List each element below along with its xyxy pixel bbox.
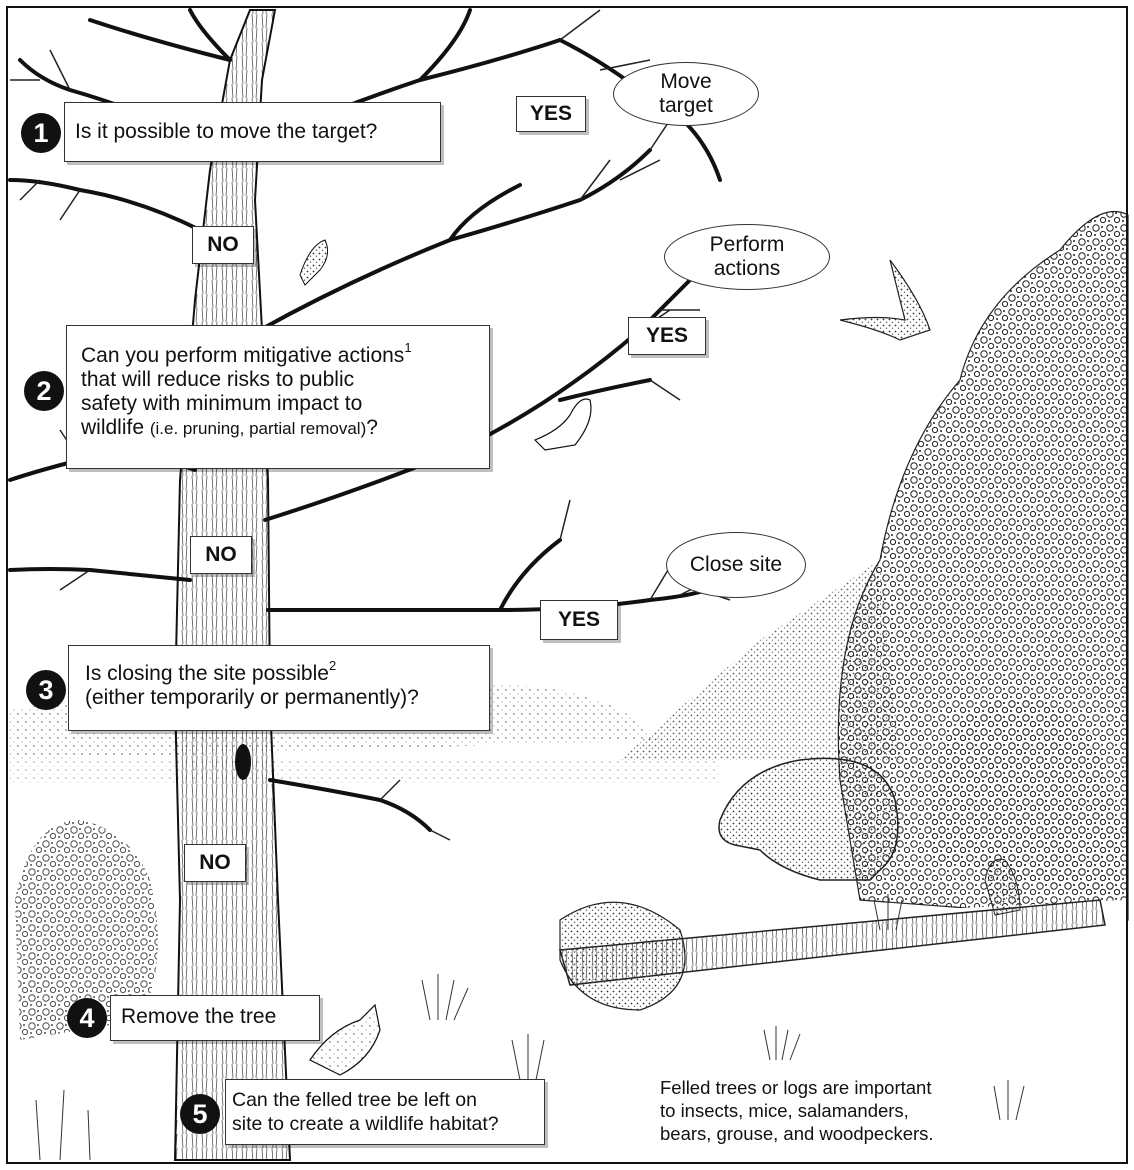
caption-line-2: to insects, mice, salamanders, xyxy=(660,1099,1020,1122)
step-3-outcome-line-1: Close site xyxy=(690,553,782,577)
step-3-no-label: NO xyxy=(184,844,246,882)
step-4-action: Remove the tree xyxy=(110,995,320,1041)
caption-line-1: Felled trees or logs are important xyxy=(660,1076,1020,1099)
step-5-question: Can the felled tree be left on site to c… xyxy=(225,1079,545,1145)
bear xyxy=(719,758,898,880)
lake xyxy=(10,760,720,785)
step-5-question-line-2: site to create a wildlife habitat? xyxy=(232,1112,538,1136)
squirrel xyxy=(535,399,591,450)
step-2-question-end: ? xyxy=(366,416,378,439)
step-2-question-line-3: safety with minimum impact to xyxy=(81,392,475,416)
step-1-outcome: Move target xyxy=(613,62,759,126)
step-2-no-label: NO xyxy=(190,536,252,574)
step-2-outcome: Perform actions xyxy=(664,224,830,290)
step-5-question-line-1: Can the felled tree be left on xyxy=(232,1088,538,1112)
step-2-yes-label: YES xyxy=(628,317,706,355)
tree-cavity xyxy=(235,744,251,780)
step-4-action-text: Remove the tree xyxy=(121,1005,276,1028)
step-4-number: 4 xyxy=(67,998,107,1038)
step-1-no-label: NO xyxy=(192,226,254,264)
step-2-outcome-line-1: Perform xyxy=(710,233,785,257)
step-3-question-line-2: (either temporarily or permanently)? xyxy=(85,686,473,710)
caption-line-3: bears, grouse, and woodpeckers. xyxy=(660,1122,1020,1145)
step-1-number: 1 xyxy=(21,113,61,153)
step-1-outcome-line-1: Move xyxy=(659,70,713,94)
step-3-yes-label: YES xyxy=(540,600,618,640)
step-2-outcome-line-2: actions xyxy=(710,257,785,281)
tree-trunk xyxy=(175,10,290,1160)
step-1-yes-label: YES xyxy=(516,96,586,132)
step-3-footnote: 2 xyxy=(329,658,336,673)
step-2-number: 2 xyxy=(24,371,64,411)
step-2-question-line-2: that will reduce risks to public xyxy=(81,368,475,392)
step-3-number: 3 xyxy=(26,670,66,710)
step-3-question: Is closing the site possible2 (either te… xyxy=(68,645,490,731)
step-2-question-line-1: Can you perform mitigative actions xyxy=(81,344,404,367)
step-1-question-text: Is it possible to move the target? xyxy=(75,120,377,143)
step-2-question-examples: (i.e. pruning, partial removal) xyxy=(150,419,366,438)
step-2-question-line-4: wildlife xyxy=(81,416,150,439)
step-2-question: Can you perform mitigative actions1 that… xyxy=(66,325,490,469)
step-5-number: 5 xyxy=(180,1094,220,1134)
step-2-footnote: 1 xyxy=(404,340,411,355)
habitat-caption: Felled trees or logs are important to in… xyxy=(660,1076,1020,1145)
step-1-question: Is it possible to move the target? xyxy=(64,102,441,162)
step-3-outcome: Close site xyxy=(666,532,806,598)
hawk xyxy=(840,260,930,340)
woodpecker xyxy=(300,240,328,285)
step-1-outcome-line-2: target xyxy=(659,94,713,118)
step-3-question-line-1: Is closing the site possible xyxy=(85,662,329,685)
